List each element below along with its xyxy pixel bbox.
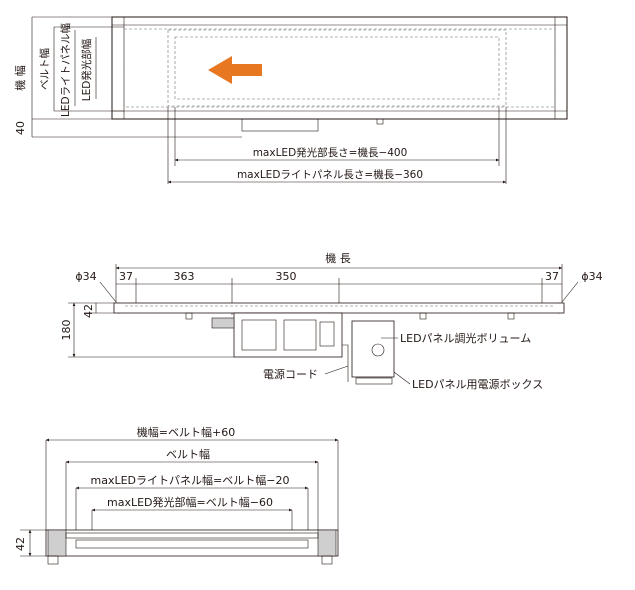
leader-phi-left [99,281,117,303]
label-machine-width-formula: 機幅=ベルト幅+60 [137,425,235,439]
label-led-dimmer-volume: LEDパネル調光ボリューム [400,331,531,345]
label-height-40: 40 [14,121,27,135]
side-frame [113,302,565,314]
label-machine-width: 機 幅 [13,65,27,91]
conveying-direction-arrow-icon [208,56,262,84]
label-dim-37-right: 37 [545,270,559,283]
side-bracket-5 [507,312,515,320]
label-dim-37-left: 37 [119,270,133,283]
side-bracket-1 [185,312,193,320]
label-machine-length: 機 長 [325,251,351,265]
label-belt-width-end: ベルト幅 [166,448,210,461]
label-max-panel-width: maxLEDライトパネル幅=ベルト幅−20 [91,474,290,487]
side-bracket-4 [419,312,427,320]
side-box-window-1 [241,319,277,351]
dimmer-volume-knob [371,343,385,357]
top-power-box-edge [241,118,319,132]
side-knob [211,317,235,329]
top-led-emit-outline [174,36,500,100]
label-dim-42-side: 42 [82,304,95,318]
end-view: 機幅=ベルト幅+60 ベルト幅 maxLEDライトパネル幅=ベルト幅−20 ma… [14,425,339,565]
top-view: 機 幅 40 ベルト幅 LEDライトパネル幅 LED発光部幅 maxLED発光部… [13,16,568,184]
label-dim-363: 363 [174,270,195,283]
end-led-panel [75,539,309,549]
top-led-panel-outline [167,29,507,107]
label-dim-42-end: 42 [14,537,27,551]
label-max-emit-length: maxLED発光部長さ=機長−400 [253,146,408,159]
label-phi-left: ϕ34 [75,270,96,283]
end-frame-left-profile [47,529,67,557]
end-foot-left [47,555,59,565]
label-max-emit-width: maxLED発光部幅=ベルト幅−60 [107,495,273,509]
power-cord [342,344,349,382]
end-foot-right [321,555,333,565]
side-led-power-box [233,312,343,358]
side-switch [319,321,335,347]
label-led-power-supply-box: LEDパネル用電源ボックス [412,377,543,391]
end-frame-right-profile [317,529,337,557]
leader-phi-right [561,281,579,303]
leader-box [393,371,411,385]
leader-cord [324,365,349,375]
top-belt-outline [123,28,556,108]
label-led-emit-width: LED発光部幅 [80,39,93,102]
label-belt-width: ベルト幅 [38,48,51,90]
label-dim-180: 180 [60,320,73,341]
side-box-window-2 [283,319,317,351]
top-frame-outer [111,16,568,120]
label-led-panel-width: LEDライトパネル幅 [59,23,72,117]
label-power-cord: 電源コード [263,367,318,381]
end-frame [45,529,339,557]
top-knob-edge [376,118,384,125]
led-power-supply-box [351,320,395,378]
label-dim-350: 350 [276,270,297,283]
end-belt [65,532,319,539]
side-view: 機 長 37 363 350 37 ϕ34 ϕ34 [60,251,603,391]
label-max-panel-length: maxLEDライトパネル長さ=機長−360 [237,168,423,181]
label-phi-right: ϕ34 [581,270,602,283]
power-supply-box-feet [355,377,393,385]
